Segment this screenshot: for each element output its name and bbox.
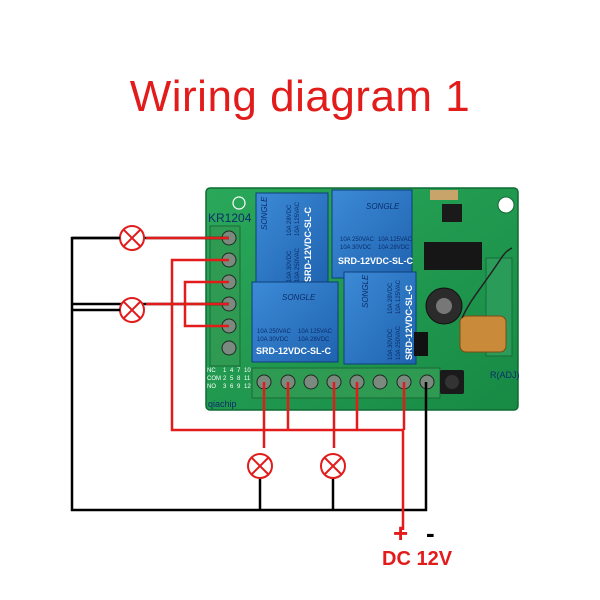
relay-body: [343, 271, 417, 365]
lamp-x-circle-icon: [119, 225, 145, 251]
screw-terminal: [372, 374, 388, 390]
relay-spec: 10A 125VAC: [298, 329, 333, 335]
lamp-x-circle-icon: [320, 453, 346, 479]
relay-brand: SONGLE: [361, 274, 370, 308]
pin-number: 8: [237, 376, 241, 382]
relay-spec: 10A 28VDC: [287, 204, 293, 236]
relay-3: SRD-12VDC-SL-C 10A 250VAC 10A 30VDC 10A …: [251, 281, 339, 363]
relay-spec: 10A 250VAC: [295, 247, 301, 282]
screw-terminal: [221, 340, 237, 356]
relay-spec: 10A 250VAC: [257, 329, 292, 335]
pin-number: 3: [223, 384, 227, 390]
brand-label: qiachip: [208, 399, 237, 409]
pin-number: 9: [237, 384, 241, 390]
relay-spec: 10A 30VDC: [287, 250, 293, 282]
terminal-block-bottom: [251, 367, 441, 399]
relay-brand: SONGLE: [366, 202, 400, 211]
negative-sign: -: [426, 518, 435, 548]
screw-terminal: [303, 374, 319, 390]
mount-hole: [232, 196, 246, 210]
diode: [414, 332, 428, 356]
mount-hole: [497, 196, 515, 214]
relay-2: SRD-12VDC-SL-C 10A 250VAC 10A 30VDC 10A …: [331, 189, 414, 279]
relay-body: [331, 189, 413, 279]
decoder-chip: [424, 242, 482, 270]
pin-label-no: NO: [207, 384, 216, 390]
diagram-title: Wiring diagram 1: [129, 72, 471, 121]
capacitor-top: [436, 298, 452, 314]
relay-4: SRD-12VDC-SL-C 10A 250VAC 10A 30VDC 10A …: [343, 271, 417, 365]
pin-number: 12: [244, 384, 251, 390]
relay-body: [251, 281, 339, 363]
terminal-block-left: [209, 225, 241, 367]
relay-spec: 10A 250VAC: [396, 325, 402, 360]
adj-label: R(ADJ): [490, 370, 520, 380]
terminal-housing: [251, 367, 441, 399]
pin-table: NC COM NO 1 4 7 10 2 5 8 11 3 6 9 12: [207, 368, 251, 390]
red-wire-common: [170, 258, 405, 530]
relay-model: SRD-12VDC-SL-C: [338, 256, 414, 266]
red-wires: [146, 236, 406, 530]
relay-brand: SONGLE: [282, 293, 316, 302]
relay-spec: 10A 28VDC: [298, 337, 330, 343]
relay-spec: 10A 30VDC: [340, 245, 372, 251]
relay-spec: 10A 125VAC: [378, 237, 413, 243]
relay-model: SRD-12VDC-SL-C: [256, 346, 332, 356]
relay-spec: 10A 125VAC: [295, 201, 301, 236]
relay-model: SRD-12VDC-SL-C: [404, 284, 414, 360]
pin-number: 10: [244, 368, 251, 374]
pin-number: 6: [230, 384, 234, 390]
pin-number: 1: [223, 368, 227, 374]
antenna-wire: [461, 247, 513, 319]
pin-number: 11: [244, 376, 251, 382]
load-lamps: [119, 225, 346, 479]
pin-number: 4: [230, 368, 234, 374]
model-label: KR1204: [208, 211, 252, 225]
positive-sign: +: [393, 518, 409, 548]
power-supply-label: DC 12V: [382, 548, 453, 570]
relay-spec: 10A 28VDC: [388, 282, 394, 314]
resistor: [430, 190, 458, 200]
relay-spec: 10A 250VAC: [340, 237, 375, 243]
relay-1: SRD-12VDC-SL-C 10A 250VAC 10A 30VDC 10A …: [255, 192, 329, 286]
pin-number: 2: [223, 376, 227, 382]
pin-number: 5: [230, 376, 234, 382]
pin-number: 7: [237, 368, 241, 374]
relay-body: [255, 192, 329, 286]
relay-model: SRD-12VDC-SL-C: [303, 206, 313, 282]
learn-button-cap: [445, 375, 459, 389]
chip: [442, 204, 462, 222]
receiver-board: KR1204 qiachip R(ADJ) NC COM NO 1 4 7 10…: [205, 187, 520, 411]
pin-label-com: COM: [207, 376, 221, 382]
relay-spec: 10A 30VDC: [388, 328, 394, 360]
lamp-x-circle-icon: [247, 453, 273, 479]
lamp-x-circle-icon: [119, 297, 145, 323]
relay-spec: 10A 125VAC: [396, 279, 402, 314]
antenna-coil: [459, 315, 507, 353]
relay-spec: 10A 30VDC: [257, 337, 289, 343]
relay-spec: 10A 28VDC: [378, 245, 410, 251]
pin-label-nc: NC: [207, 368, 216, 374]
relay-brand: SONGLE: [260, 196, 269, 230]
